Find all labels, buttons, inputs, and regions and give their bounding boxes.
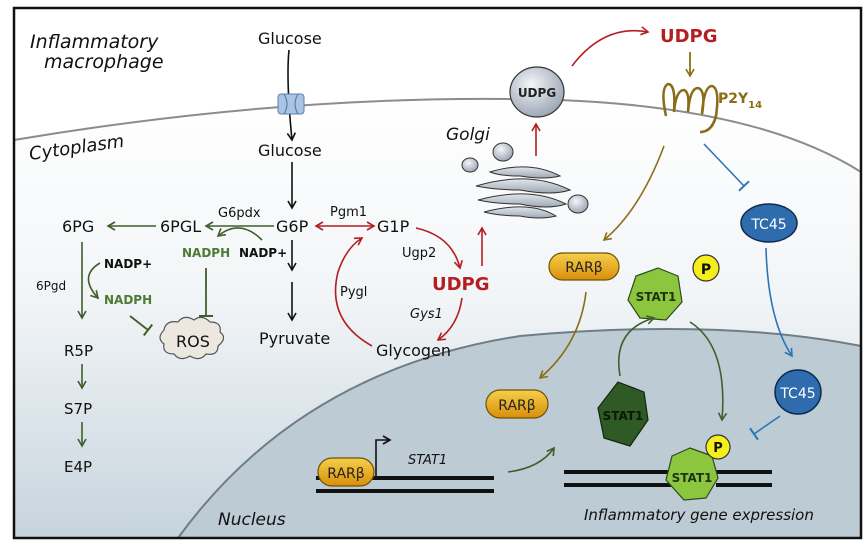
nadp-to-nadph-arrow-2 <box>87 262 101 300</box>
tc45-cytoplasm <box>740 203 798 243</box>
golgi-label: Golgi <box>446 125 490 145</box>
rarb-cytoplasm <box>548 252 620 281</box>
udpg-extracellular: UDPG <box>660 26 718 47</box>
phospho-badge-cytoplasm <box>692 254 720 282</box>
rarb-nucleus-label: RARβ <box>498 398 535 414</box>
stat1-unphosphorylated-label: STAT1 <box>603 409 644 423</box>
receptor-inhibits-tc45 <box>703 143 750 192</box>
rarb-cytoplasm-label: RARβ <box>565 260 602 276</box>
tc45-nucleus <box>774 369 822 415</box>
dna-strand-stat1-gene <box>316 476 494 493</box>
r5p-node: R5P <box>64 342 93 360</box>
gene-expression-label: Inflammatory gene expression <box>584 506 814 524</box>
p2y14-label: P2Y14 <box>718 91 762 111</box>
stat1-expression-arrow <box>507 446 555 473</box>
nadp-label-2: NADP+ <box>104 257 152 271</box>
glucose-transport-arrow <box>286 49 297 142</box>
rarb-bound-dna <box>317 457 375 487</box>
pyruvate-node: Pyruvate <box>259 329 330 348</box>
udpg-release-arrow <box>571 26 650 67</box>
g1p-to-udpg-arrow <box>415 227 463 270</box>
stat1-gene-label: STAT1 <box>408 453 447 468</box>
udpg-intracellular: UDPG <box>432 274 490 295</box>
tc45-cytoplasm-label: TC45 <box>750 217 786 233</box>
golgi-apparatus-icon <box>461 142 589 219</box>
ros-label: ROS <box>176 332 210 351</box>
nadph-label-2: NADPH <box>104 293 152 307</box>
dna-strand-inflammatory-genes <box>564 470 772 487</box>
glut-transporter-icon <box>277 93 305 115</box>
6pgd-enzyme-label: 6Pgd <box>36 279 66 293</box>
phospho-label-dna: P <box>713 441 723 456</box>
pstat1-dna-label: STAT1 <box>672 471 713 485</box>
phospho-label-cytoplasm: P <box>701 262 711 278</box>
stat1-phosphorylation-arrow <box>618 315 656 377</box>
receptor-to-rarb-arrow <box>602 145 665 242</box>
nadph-inhibits-ros-2 <box>129 315 154 337</box>
nucleus-label: Nucleus <box>218 510 286 530</box>
pgm1-enzyme-label: Pgm1 <box>330 205 367 220</box>
udpg-vesicle <box>509 66 565 118</box>
e4p-node: E4P <box>64 458 92 476</box>
udpg-vesicle-label: UDPG <box>518 86 556 100</box>
glycogen-to-g1p-arrow <box>334 237 373 347</box>
g6pdx-enzyme-label: G6pdx <box>218 206 261 221</box>
6pgl-node: 6PGL <box>160 217 201 236</box>
pygl-enzyme-label: Pygl <box>340 285 367 300</box>
tc45-nucleus-label: TC45 <box>779 386 815 402</box>
p2y-label-text: P2Y <box>718 91 749 107</box>
nadp-label-1: NADP+ <box>239 246 287 260</box>
cell-type-label-line2: macrophage <box>44 51 164 73</box>
6pg-node: 6PG <box>62 217 94 236</box>
transcription-start-arrow <box>375 435 392 476</box>
glycogen-node: Glycogen <box>376 341 451 360</box>
nadph-label-1: NADPH <box>182 246 230 260</box>
glucose-extracellular: Glucose <box>258 29 322 48</box>
tc45-inhibits-pstat1 <box>749 415 781 441</box>
rarb-nucleus <box>485 389 549 419</box>
p2y14-receptor-icon <box>662 82 719 134</box>
glucose-intracellular: Glucose <box>258 141 322 160</box>
pstat1-cytoplasm-label: STAT1 <box>636 290 677 304</box>
ros-cloud-icon <box>159 316 225 360</box>
g6p-node: G6P <box>276 217 309 236</box>
figure-border <box>12 6 863 540</box>
g1p-node: G1P <box>377 217 410 236</box>
gys1-enzyme-label: Gys1 <box>410 307 443 322</box>
pstat1-nuclear-import-arrow <box>689 321 728 422</box>
p2y-subscript: 14 <box>748 100 762 111</box>
s7p-node: S7P <box>64 400 92 418</box>
udpg-to-glycogen-arrow <box>436 297 463 341</box>
rarb-nuclear-import-arrow <box>538 291 587 380</box>
phospho-badge-dna <box>705 434 731 460</box>
stat1-unphosphorylated <box>597 381 649 447</box>
rarb-dna-label: RARβ <box>327 466 364 482</box>
nuclear-envelope <box>177 327 862 539</box>
ugp2-enzyme-label: Ugp2 <box>402 246 436 261</box>
pstat1-dna-bound <box>665 447 719 501</box>
nadp-to-nadph-arrow-1 <box>216 227 263 241</box>
cell-type-label-line1: Inflammatory <box>30 31 159 53</box>
tc45-nuclear-import-arrow <box>765 247 793 358</box>
